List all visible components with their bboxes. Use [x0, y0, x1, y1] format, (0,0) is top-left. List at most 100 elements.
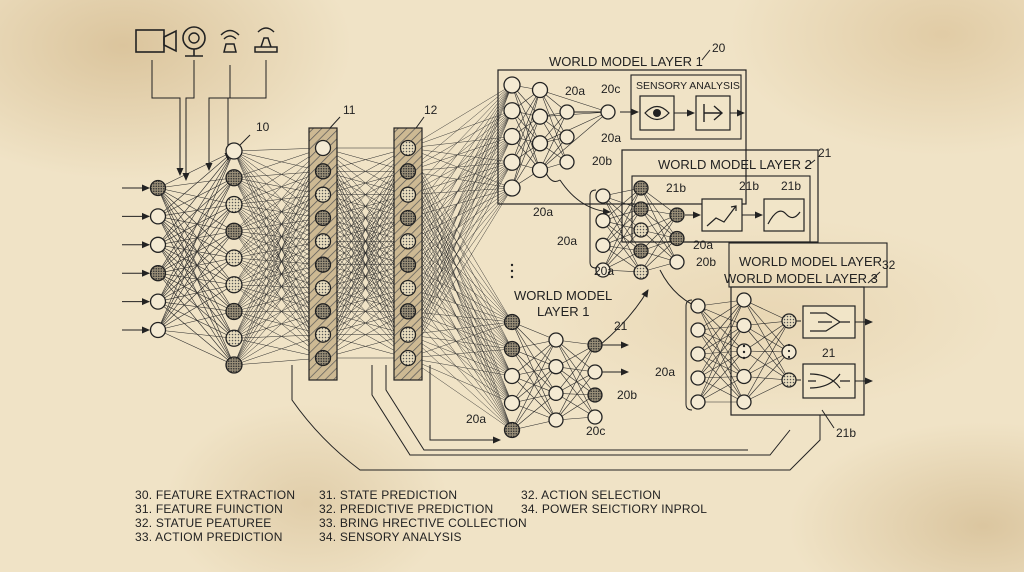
neuron-node [503, 76, 521, 94]
neuron-node [314, 163, 332, 180]
neuron-node [503, 340, 521, 358]
ellipsis-dot [742, 344, 746, 348]
connection-line [743, 351, 790, 377]
connection-line [157, 177, 235, 331]
connection-line [233, 171, 324, 312]
connection-line [407, 136, 513, 149]
connection-line [539, 111, 568, 171]
connection-line [157, 187, 235, 259]
connection-line [157, 204, 235, 331]
ellipsis-dot [787, 343, 791, 347]
connection-line [555, 339, 596, 418]
connection-line [407, 110, 513, 149]
connection-line [407, 147, 513, 189]
label-ref-10: 10 [256, 120, 270, 134]
connection-line [407, 321, 513, 335]
connection-line [157, 244, 235, 286]
eye-pupil [653, 109, 661, 117]
connection-line [233, 334, 324, 339]
neuron-node [314, 349, 332, 367]
connection-line [233, 264, 324, 366]
connection-line [233, 287, 324, 339]
legend-item: 34. SENSORY ANALYSIS [319, 530, 462, 544]
label-20a: 20a [565, 84, 585, 98]
label-wm3-line2: WORLD MODEL LAYER 3 [724, 271, 878, 286]
connection-line [407, 136, 513, 335]
neuron-node [559, 129, 575, 145]
connection-line [407, 287, 513, 350]
world-model-layer-3-box [730, 286, 865, 416]
neuron-node [548, 332, 564, 348]
connection-line [407, 187, 513, 335]
connection-line [640, 229, 678, 263]
connection-line [697, 329, 745, 377]
connection-line [233, 217, 324, 259]
connection-line [233, 231, 324, 359]
neuron-node [314, 256, 332, 273]
connection-line [407, 357, 513, 404]
neuron-node [633, 180, 649, 196]
connection-line [233, 241, 324, 285]
curve-chart-icon [767, 210, 801, 225]
neuron-node [503, 313, 521, 331]
neuron-node [595, 213, 611, 229]
neuron-node [314, 326, 332, 343]
connection-line [697, 353, 745, 377]
connection-line [233, 147, 324, 232]
neuron-node [314, 186, 332, 203]
connection-line [407, 194, 513, 350]
connection-line [233, 264, 324, 285]
leader-line [821, 409, 835, 429]
connection-line [233, 231, 324, 242]
legend-item: 34. POWER SEICTIORY INPROL [521, 502, 708, 516]
connection-line [697, 377, 745, 403]
label-ref-21: 21 [822, 346, 836, 360]
connection-line [407, 194, 513, 323]
connection-line [233, 217, 324, 312]
connection-line [157, 216, 235, 285]
connection-line [407, 84, 513, 265]
connection-line [233, 217, 324, 339]
connection-line [697, 325, 745, 355]
neuron-node [399, 326, 417, 343]
neuron-node [595, 237, 611, 253]
connection-line [407, 110, 513, 195]
label-sensory-analysis: SENSORY ANALYSIS [636, 80, 740, 92]
connection-line [407, 162, 513, 242]
neuron-node [399, 279, 417, 297]
connection-line [407, 84, 513, 312]
connection-line [233, 257, 324, 359]
connection-line [539, 111, 609, 171]
connection-line [157, 150, 235, 245]
label-21b: 21b [739, 179, 759, 193]
neuron-node [736, 394, 752, 410]
webcam-stand [185, 49, 203, 57]
comparator-icon [810, 312, 850, 332]
connection-line [697, 299, 745, 403]
connection-line [407, 241, 513, 431]
connection-line [233, 194, 324, 232]
connection-line [157, 284, 235, 302]
connection-line [233, 177, 324, 242]
connection-line [407, 84, 513, 335]
neuron-node [548, 385, 564, 401]
connection-line [157, 150, 235, 189]
connection-line [407, 334, 513, 377]
connection-line [407, 311, 513, 377]
neuron-node [736, 317, 752, 334]
connection-line [743, 299, 790, 381]
bracket [685, 299, 693, 411]
sensor-feed-line [151, 60, 184, 176]
router-icon [254, 27, 278, 53]
connection-line [640, 187, 678, 263]
label-21b: 21b [781, 179, 801, 193]
connection-line [233, 171, 324, 366]
connection-line [539, 89, 568, 138]
connection-line [602, 229, 642, 271]
connection-line [407, 187, 513, 289]
neuron-node [690, 346, 706, 362]
wireless-antenna-icon [220, 29, 240, 53]
connection-line [233, 177, 324, 312]
leader-line [329, 116, 341, 129]
